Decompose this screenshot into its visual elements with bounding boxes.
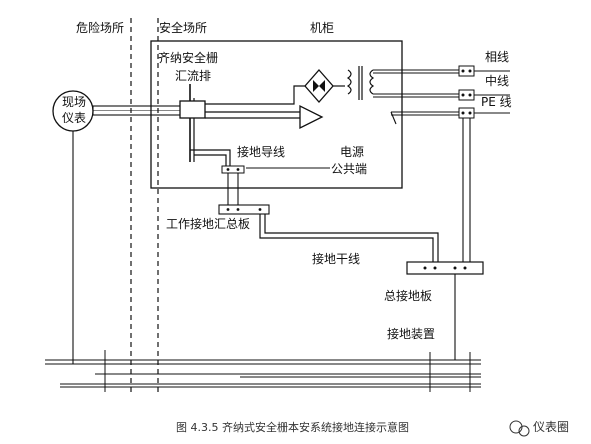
phase-terminal-dot-1 — [461, 69, 465, 73]
rectifier-bridge — [304, 69, 334, 103]
work-busbar-dot-1 — [226, 208, 230, 211]
main-ground-plate — [406, 261, 484, 275]
figure-caption: 图 4.3.5 齐纳式安全栅本安系统接地连接示意图 — [176, 420, 409, 434]
rectifier-diode-2 — [319, 80, 325, 92]
work-ground-busbar-label: 工作接地汇总板 — [166, 216, 250, 231]
ground-device-label: 接地装置 — [387, 326, 435, 341]
pe-terminal-dot-2 — [468, 111, 472, 115]
work-busbar-dot-3 — [258, 208, 262, 211]
work-busbar-dot-2 — [236, 208, 240, 211]
busbar-label: 汇流排 — [175, 69, 211, 83]
power-common-label-line1: 电源 — [340, 145, 364, 159]
field-instrument-label-line1: 现场 — [62, 95, 86, 109]
pe-tap — [390, 111, 397, 125]
rectifier-diode-1 — [313, 80, 319, 92]
transformer-secondary — [369, 69, 375, 95]
cabinet-ground-terminal — [221, 165, 245, 174]
watermark-icon — [509, 420, 523, 434]
neutral-terminal-dot-2 — [468, 93, 472, 97]
pe-terminal-dot-1 — [461, 111, 465, 115]
grounding-conductor — [190, 149, 231, 168]
neutral-terminal-dot-1 — [461, 93, 465, 97]
neutral-terminal — [458, 89, 475, 101]
zone-label-cabinet: 机柜 — [310, 21, 334, 35]
main-plate-dot-3 — [453, 266, 457, 270]
zone-label-hazardous: 危险场所 — [76, 20, 124, 35]
grounding-conductor-2 — [194, 154, 227, 168]
zone-label-safe: 安全场所 — [159, 20, 207, 35]
neutral-line-label: 中线 — [485, 73, 509, 88]
ground-trunk-2 — [264, 214, 439, 262]
amplifier-symbol — [299, 104, 324, 130]
pe-line-label: PE 线 — [481, 95, 512, 109]
power-common-label-line2: 公共端 — [331, 162, 367, 176]
ground-trunk-label: 接地干线 — [312, 251, 360, 266]
cabinet-ground-dot-1 — [226, 168, 230, 171]
barrier-block — [179, 100, 206, 119]
main-plate-dot-2 — [433, 266, 437, 270]
ground-trunk — [259, 214, 434, 262]
main-ground-plate-label: 总接地板 — [384, 288, 432, 303]
transformer-primary — [346, 69, 352, 95]
barrier-to-rectifier — [205, 85, 306, 105]
field-instrument-label-line2: 仪表 — [62, 111, 86, 125]
watermark: 仪表圈 — [509, 420, 569, 437]
main-plate-dot-1 — [423, 266, 427, 270]
main-plate-dot-4 — [463, 266, 467, 270]
cabinet-ground-dot-2 — [236, 168, 240, 171]
grounding-conductor-label: 接地导线 — [237, 144, 285, 159]
pe-terminal — [458, 107, 475, 119]
phase-terminal-dot-2 — [468, 69, 472, 73]
watermark-icon-2 — [518, 425, 530, 437]
watermark-text: 仪表圈 — [533, 420, 569, 434]
phase-line-label: 相线 — [485, 50, 509, 64]
phase-terminal — [458, 65, 475, 77]
work-ground-busbar — [218, 204, 270, 215]
barrier-label: 齐纳安全栅 — [158, 50, 218, 65]
